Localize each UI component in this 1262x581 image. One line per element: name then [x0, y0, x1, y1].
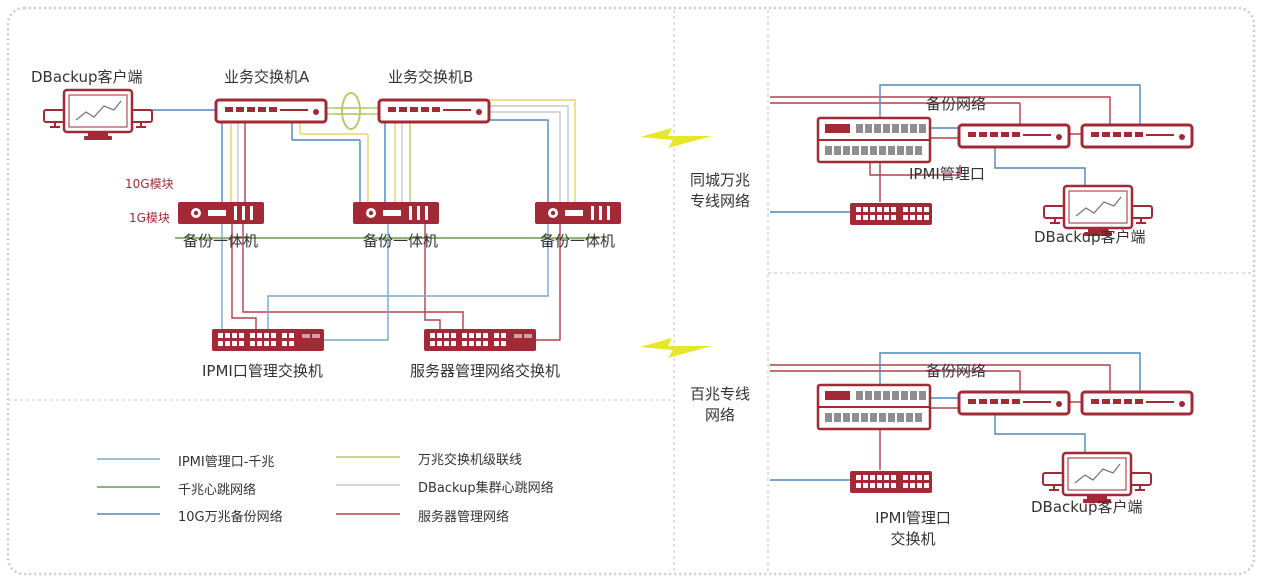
module-10g-label: 10G模块	[125, 177, 174, 191]
dbackup-client-label-top: DBackup客户端	[1034, 228, 1146, 246]
legend-item-heartbeat: 千兆心跳网络	[178, 483, 257, 498]
backup-appliance-2	[353, 202, 439, 224]
backup-switch-top-1	[957, 123, 1071, 149]
business-switch-a	[214, 98, 328, 124]
switch-a-label: 业务交换机A	[224, 68, 310, 86]
backup-appliance-3	[535, 202, 621, 224]
backup-network-label-bottom: 备份网络	[926, 362, 987, 380]
backup-switch-bottom-1	[957, 390, 1071, 416]
backup-network-label-top: 备份网络	[926, 95, 987, 113]
dbackup-client-icon-bottom	[1041, 451, 1153, 505]
lightning-icon-top	[640, 128, 712, 148]
lightning-icon-bottom	[640, 338, 712, 358]
server-mgmt-switch-label: 服务器管理网络交换机	[410, 362, 561, 380]
ipmi-switch-bottom	[850, 471, 932, 493]
backup-appliance-1	[178, 202, 264, 224]
legend-item-ipmi: IPMI管理口-千兆	[178, 455, 275, 470]
right-bottom-links	[770, 352, 1141, 481]
dbackup-client-label-left: DBackup客户端	[31, 68, 143, 86]
switch-b-label: 业务交换机B	[388, 68, 474, 86]
ipmi-port-label-top: IPMI管理口	[909, 165, 985, 183]
left-network-links	[130, 99, 600, 341]
backup-appliance-label-3: 备份一体机	[540, 232, 616, 250]
ipmi-switch-label: IPMI口管理交换机	[202, 362, 323, 380]
dbackup-client-icon-left	[42, 88, 154, 142]
business-switch-b	[377, 98, 491, 124]
legend-item-server-mgmt: 服务器管理网络	[418, 510, 510, 525]
backup-appliance-label-2: 备份一体机	[363, 232, 439, 250]
module-1g-label: 1G模块	[129, 211, 170, 225]
hundred-mb-line-label: 百兆专线网络	[689, 385, 750, 424]
legend-item-cluster-heartbeat: DBackup集群心跳网络	[418, 481, 554, 496]
legend-item-cascade: 万兆交换机级联线	[418, 453, 523, 468]
outer-frame	[6, 6, 1256, 576]
backup-appliance-label-1: 备份一体机	[183, 232, 259, 250]
same-city-line-label: 同城万兆专线网络	[689, 171, 750, 210]
legend-swatches	[97, 456, 400, 515]
legend-item-10g-backup: 10G万兆备份网络	[178, 510, 283, 525]
ipmi-port-switch-label: IPMI管理口交换机	[875, 509, 951, 548]
storage-array-bottom	[816, 383, 932, 431]
storage-array-top	[816, 116, 932, 164]
cascade-ring-icon	[335, 92, 367, 130]
backup-switch-bottom-2	[1080, 390, 1194, 416]
server-management-switch	[424, 329, 536, 351]
backup-switch-top-2	[1080, 123, 1194, 149]
right-top-links	[770, 84, 1141, 213]
ipmi-switch-top	[850, 203, 932, 225]
dbackup-client-label-bottom: DBackup客户端	[1031, 498, 1143, 516]
ipmi-management-switch	[212, 329, 324, 351]
